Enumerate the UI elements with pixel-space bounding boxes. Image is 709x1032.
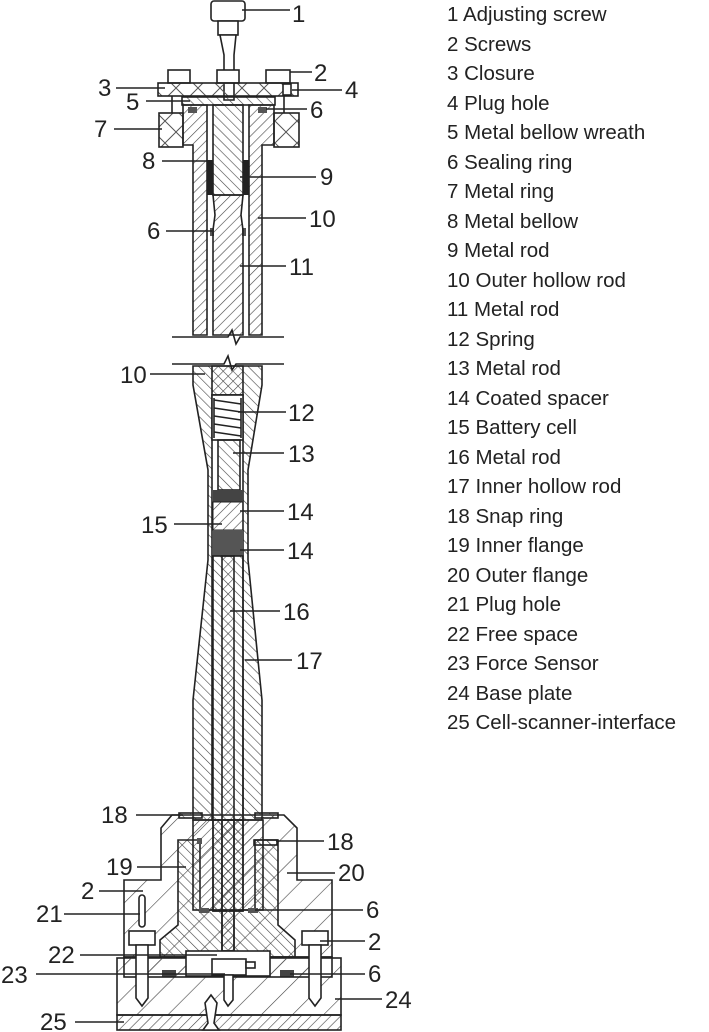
callout: 18 xyxy=(101,802,128,829)
callout: 10 xyxy=(120,362,147,389)
legend-item: 15 Battery cell xyxy=(447,416,577,439)
coated-spacer-top xyxy=(213,490,243,502)
legend-item: 4 Plug hole xyxy=(447,91,550,115)
callout: 5 xyxy=(126,89,139,116)
screws-bottom xyxy=(135,944,322,1008)
callout: 7 xyxy=(94,116,107,143)
metal-rod-9 xyxy=(212,104,244,196)
closure xyxy=(157,82,299,97)
spring xyxy=(211,394,244,441)
callout: 14 xyxy=(287,499,314,526)
plug-hole-bottom xyxy=(138,894,146,928)
callout: 6 xyxy=(366,897,379,924)
cell-scanner-interface xyxy=(116,1014,342,1031)
sealing-rings-top xyxy=(188,107,267,236)
legend-item: 10 Outer hollow rod xyxy=(447,268,626,292)
callout: 20 xyxy=(338,860,365,887)
screw-head-right xyxy=(301,930,329,946)
legend-item: 23 Force Sensor xyxy=(447,652,599,675)
metal-bellow-wreath xyxy=(181,96,276,106)
metal-ring xyxy=(158,112,300,148)
legend-item: 7 Metal ring xyxy=(447,180,555,203)
plug-hole-top xyxy=(282,83,292,96)
callout: 24 xyxy=(385,987,412,1014)
callout: 19 xyxy=(106,854,133,881)
legend-item: 16 Metal rod xyxy=(447,445,561,469)
callout: 16 xyxy=(283,599,310,626)
snap-rings xyxy=(178,812,279,846)
callout: 12 xyxy=(288,400,315,427)
legend-item: 18 Snap ring xyxy=(447,504,564,528)
break-lines xyxy=(172,327,284,372)
callout: 14 xyxy=(287,538,314,565)
force-sensor xyxy=(211,958,247,976)
callout: 6 xyxy=(310,97,323,124)
screws-top xyxy=(167,69,291,84)
screw-head-left xyxy=(128,930,156,946)
legend-item: 6 Sealing ring xyxy=(447,150,573,174)
callout: 13 xyxy=(288,441,315,468)
legend-item: 21 Plug hole xyxy=(447,593,561,616)
legend-item: 9 Metal rod xyxy=(447,239,550,262)
callout: 18 xyxy=(327,829,354,856)
legend-item: 2 Screws xyxy=(447,32,532,56)
callout: 10 xyxy=(309,206,336,233)
callout: 15 xyxy=(141,512,168,539)
callout: 17 xyxy=(296,648,323,675)
metal-rod-upper-cap xyxy=(211,365,244,396)
legend-item: 8 Metal bellow xyxy=(447,209,579,233)
legend-item: 17 Inner hollow rod xyxy=(447,475,622,498)
legend-item: 20 Outer flange xyxy=(447,563,589,587)
legend-item: 3 Closure xyxy=(447,62,535,85)
parts-legend: 1 Adjusting screw 2 Screws 3 Closure 4 P… xyxy=(447,0,676,738)
legend-item: 24 Base plate xyxy=(447,681,573,705)
legend-item: 11 Metal rod xyxy=(447,298,560,321)
callout: 2 xyxy=(314,60,327,87)
callout: 25 xyxy=(40,1009,67,1032)
adjusting-screw xyxy=(210,0,246,101)
legend-item: 19 Inner flange xyxy=(447,534,584,557)
legend-item: 1 Adjusting screw xyxy=(447,3,607,26)
interface-connector xyxy=(201,993,221,1031)
callout: 6 xyxy=(368,961,381,988)
callout-numbers: 1 2 3 4 5 6 7 8 9 10 6 11 10 12 13 14 15… xyxy=(1,1,412,1032)
legend-item: 14 Coated spacer xyxy=(447,386,609,410)
legend-item: 5 Metal bellow wreath xyxy=(447,121,646,144)
callout: 6 xyxy=(147,218,160,245)
callout: 3 xyxy=(98,75,111,102)
metal-rod-11 xyxy=(212,194,244,336)
callout: 4 xyxy=(345,77,358,104)
callout: 21 xyxy=(36,901,63,928)
outer-hollow-rod-upper xyxy=(182,104,275,336)
callout: 9 xyxy=(320,164,333,191)
callout: 11 xyxy=(289,254,314,281)
callout: 2 xyxy=(368,929,381,956)
legend-item: 22 Free space xyxy=(447,622,579,646)
callout: 1 xyxy=(292,1,305,28)
metal-rod-13 xyxy=(217,439,241,491)
legend-item: 25 Cell-scanner-interface xyxy=(447,711,677,734)
leader-lines xyxy=(36,9,382,1023)
callout: 2 xyxy=(81,878,94,905)
battery-cell xyxy=(212,501,244,531)
callout: 23 xyxy=(1,962,28,989)
callout: 8 xyxy=(142,148,155,175)
legend-item: 12 Spring xyxy=(447,327,535,351)
callout: 22 xyxy=(48,942,75,969)
legend-item: 13 Metal rod xyxy=(447,357,561,380)
coated-spacer-bottom xyxy=(213,530,243,556)
